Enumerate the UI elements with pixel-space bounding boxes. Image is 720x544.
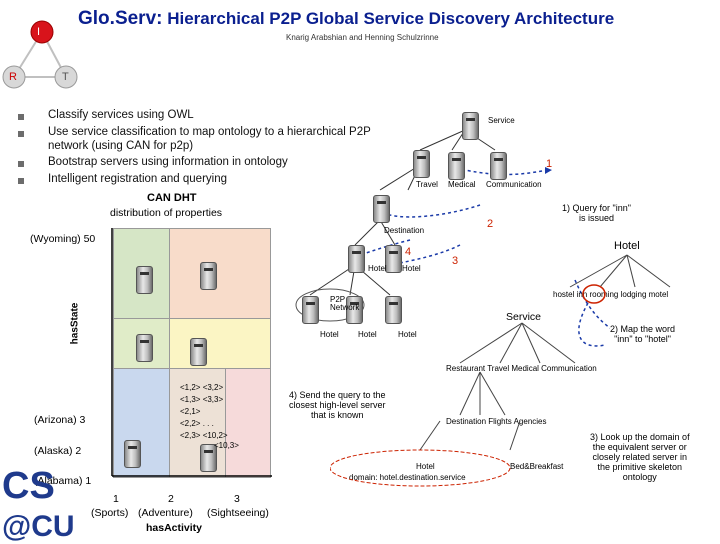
y-tick-label: (Alaska) 2 [34,445,82,457]
cs-logo: CS [2,465,55,507]
can-zone [113,368,171,478]
server-icon [462,112,479,140]
server-icon [136,334,153,362]
tree-node-hotel: Hotel [358,330,377,339]
x-tick-label: (Sports) [91,507,129,519]
server-icon [348,245,365,273]
coord-label: <2,1> [180,407,201,416]
can-subtitle: distribution of properties [110,207,223,219]
step-number: 1 [546,158,553,170]
annotation-map: 2) Map the word "inn" to "hotel" [610,324,676,344]
can-zone [169,228,271,320]
tree-node-communication: Communication [486,180,542,189]
tree-node-service: Service [488,116,515,125]
x-axis-label: hasActivity [146,522,203,534]
step-number: 3 [452,255,459,267]
step-number: 4 [405,246,412,258]
x-tick-num: 2 [168,493,174,505]
bullet-marker [18,178,24,184]
ontology-graph [330,254,671,487]
ontology-bnb: Bed&Breakfast [510,462,564,471]
annotation-send: 4) Send the query to the closest high-le… [289,390,386,420]
coord-label: <2,2> . . . [180,419,214,428]
cu-logo: @CU [2,510,75,543]
tree-node-hotel: Hotel [368,264,387,273]
can-title: CAN DHT [147,192,197,204]
server-icon [448,152,465,180]
server-icon [200,444,217,472]
ontology-hotel: Hotel [614,240,640,252]
can-zone [169,318,271,370]
server-icon [136,266,153,294]
can-axes [111,228,272,477]
server-icon [302,296,319,324]
server-icon [124,440,141,468]
tree-node-hotel: Hotel [402,264,421,273]
x-tick-label: (Adventure) [138,507,193,519]
bullet-item: Bootstrap servers using information in o… [48,156,288,168]
ontology-synonyms: hostel inn rooming lodging motel [553,290,669,299]
y-tick-label: (Alabama) 1 [34,475,92,487]
annotation-query: 1) Query for "inn" is issued [562,203,631,223]
can-zone [225,368,271,478]
tree-node-hotel: Hotel [398,330,417,339]
bullet-item: network (using CAN for p2p) [48,140,194,152]
server-icon [190,338,207,366]
coord-label: <2,3> <10,2> [180,431,228,440]
x-tick-label: (Sightseeing) [207,507,269,519]
coord-label: <1,2> <3,2> [180,383,224,392]
bullet-marker [18,161,24,167]
server-icon [490,152,507,180]
bullet-marker [18,131,24,137]
ontology-hotel-domain: domain: hotel.destination.service [349,473,466,482]
ontology-level1: Restaurant Travel Medical Communication [446,364,597,373]
x-tick-num: 1 [113,493,119,505]
server-icon [373,195,390,223]
step-number: 2 [487,218,494,230]
y-tick-label: (Arizona) 3 [34,414,86,426]
server-icon [200,262,217,290]
annotation-lookup: 3) Look up the domain of the equivalent … [590,432,690,482]
irt-logo [2,20,78,89]
server-icon [413,150,430,178]
bullet-item: Use service classification to map ontolo… [48,126,371,138]
tree-node-p2p: P2P Network [330,295,360,312]
tree-node-medical: Medical [448,180,476,189]
y-axis-label: hasState [69,302,81,345]
bullet-item: Intelligent registration and querying [48,173,228,185]
irt-r: R [9,71,17,83]
coord-label: <10,3> [214,441,239,450]
x-tick-num: 3 [234,493,240,505]
bullet-item: Classify services using OWL [48,109,194,121]
server-icon [346,296,363,324]
server-icon [385,245,402,273]
ontology-service: Service [506,311,542,323]
irt-i: I [37,26,41,38]
y-tick-label: (Wyoming) 50 [30,233,96,245]
server-icon [385,296,402,324]
coord-label: <1,3> <3,3> [180,395,224,404]
irt-t: T [62,71,69,83]
ontology-hotel-domain: Hotel [416,462,435,471]
ontology-level2: Destination Flights Agencies [446,417,547,426]
tree-node-hotel: Hotel [320,330,339,339]
bullet-marker [18,114,24,120]
tree-node-travel: Travel [416,180,438,189]
page-title: Glo.Serv: Hierarchical P2P Global Servic… [78,8,615,29]
authors: Knarig Arabshian and Henning Schulzrinne [286,33,439,42]
tree-node-destination: Destination [384,226,425,235]
